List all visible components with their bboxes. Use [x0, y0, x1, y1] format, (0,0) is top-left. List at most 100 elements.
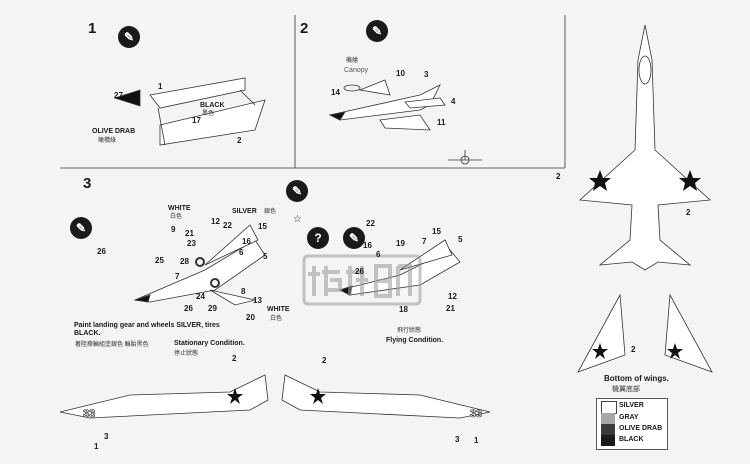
- part-number: 5: [458, 235, 463, 244]
- part-number: 3: [455, 435, 460, 444]
- glue-icon: ✎: [286, 180, 308, 202]
- part-number: 28: [180, 257, 189, 266]
- part-number: 1: [474, 436, 479, 445]
- wings-caption: Bottom of wings.: [604, 374, 669, 383]
- step-number: 3: [83, 175, 92, 192]
- swatch-black: [601, 435, 615, 446]
- part-number: 12: [211, 217, 220, 226]
- fuselage-half-1: [149, 77, 246, 109]
- step-number: 1: [88, 20, 97, 37]
- part-number: 27: [114, 91, 123, 100]
- instruction-note: Paint landing gear and wheels SILVER, ti…: [74, 322, 220, 338]
- part-number: 2: [237, 136, 242, 145]
- profile-right: [281, 374, 491, 419]
- part-number: 26: [97, 247, 106, 256]
- wings-caption-zh: 機翼底部: [612, 386, 640, 393]
- aircraft-top-view: [579, 24, 711, 271]
- step-number: 2: [300, 20, 309, 37]
- color-label: WHITE: [168, 205, 191, 212]
- color-label-zh: 白色: [170, 214, 183, 220]
- part-number: 11: [437, 118, 446, 127]
- color-label-zh: 橄欖綠: [98, 138, 117, 144]
- part-number: 15: [432, 227, 441, 236]
- part-number: 13: [253, 296, 262, 305]
- part-number: 2: [232, 354, 237, 363]
- part-number: 21: [185, 229, 194, 238]
- part-number: 18: [399, 305, 408, 314]
- legend-label: SILVER: [619, 402, 644, 409]
- wing-bottom-right: [664, 293, 713, 373]
- legend-label: GRAY: [619, 414, 639, 421]
- part-number: 2: [556, 172, 561, 181]
- color-label-zh: 銀色: [264, 209, 277, 215]
- part-number: 8: [241, 287, 246, 296]
- part-number: 2: [631, 345, 636, 354]
- part-number: 14: [331, 88, 340, 97]
- condition-label-zh: 飛行狀態: [397, 328, 422, 334]
- condition-label: Stationary Condition.: [174, 340, 245, 347]
- part-number: 22: [366, 219, 375, 228]
- swatch-olive-drab: [601, 424, 615, 435]
- color-label: SILVER: [232, 208, 257, 215]
- aircraft-number: 33: [470, 408, 483, 421]
- part-number: 19: [396, 239, 405, 248]
- aircraft-stationary: [133, 239, 266, 303]
- wing: [379, 114, 431, 131]
- swatch-gray: [601, 413, 615, 424]
- star-insignia: [589, 170, 611, 191]
- part-number: 23: [187, 239, 196, 248]
- condition-label: Flying Condition.: [386, 337, 444, 344]
- part-number: 12: [448, 292, 457, 301]
- instruction-note-zh: 著陸裔輪組塗銀色 輪胎黑色: [75, 342, 149, 348]
- nose-cone: [113, 89, 141, 107]
- part-number: 6: [239, 248, 244, 257]
- star-insignia: [310, 388, 326, 404]
- part-number: 22: [223, 221, 232, 230]
- glue-icon: ✎: [366, 20, 388, 42]
- part-number: 3: [424, 70, 429, 79]
- part-number: 3: [104, 432, 109, 441]
- part-number: 21: [446, 304, 455, 313]
- glue-icon: ✎: [118, 26, 140, 48]
- part-number: 2: [686, 208, 691, 217]
- legend-label: BLACK: [619, 436, 644, 443]
- part-number: 7: [422, 237, 427, 246]
- part-number: 26: [355, 267, 364, 276]
- star-insignia: [679, 170, 701, 191]
- wing-bottom-left: [577, 293, 626, 373]
- choose-icon: ☆: [293, 214, 302, 225]
- watermark-logo: [302, 254, 422, 306]
- color-label-zh: 黑色: [202, 111, 215, 117]
- cement-icon: ✎: [343, 227, 365, 249]
- part-number: 24: [196, 292, 205, 301]
- part-number: 7: [175, 272, 180, 281]
- part-number: 26: [184, 304, 193, 313]
- star-insignia: [667, 343, 683, 359]
- part-number: 16: [242, 237, 251, 246]
- part-number: 17: [192, 116, 201, 125]
- part-number: 9: [171, 225, 176, 234]
- part-number: 1: [158, 82, 163, 91]
- part-number: 15: [258, 222, 267, 231]
- part-number: 4: [451, 97, 456, 106]
- cement-icon: ✎: [70, 217, 92, 239]
- part-number: 2: [322, 356, 327, 365]
- color-label-zh: 白色: [270, 316, 283, 322]
- canopy-label: Canopy: [344, 67, 369, 74]
- color-label: WHITE: [267, 306, 290, 313]
- part-number: 1: [94, 442, 99, 451]
- color-label: OLIVE DRAB: [92, 128, 136, 135]
- profile-left: [59, 374, 269, 419]
- part-number: 5: [263, 252, 268, 261]
- fuselage-half-2: [159, 99, 266, 146]
- star-insignia: [592, 343, 608, 359]
- color-legend: SILVER GRAY OLIVE DRAB BLACK: [596, 398, 668, 450]
- star-insignia: [227, 388, 243, 404]
- legend-label: OLIVE DRAB: [619, 425, 663, 432]
- part-number: 16: [363, 241, 372, 250]
- question-icon: ?: [307, 227, 329, 249]
- part-number: 6: [376, 250, 381, 259]
- color-label: BLACK: [200, 102, 225, 109]
- canopy-label-zh: 機艙: [346, 58, 359, 64]
